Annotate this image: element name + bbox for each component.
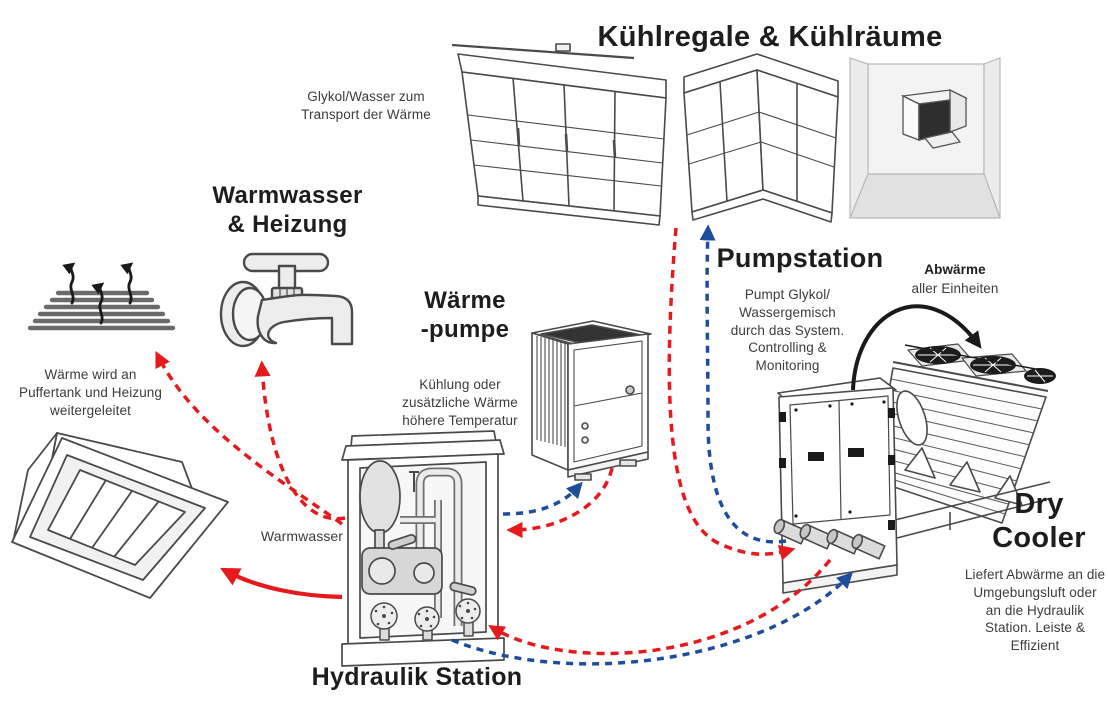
pipe-stubs-icon: [773, 518, 886, 560]
drycooler-note: Liefert Abwärme an die Umgebungsluft ode…: [964, 567, 1106, 654]
warmwater-flow-label: Warmwasser: [260, 528, 344, 544]
dry-cooler-illustration: [773, 343, 1056, 594]
arrow-red-heatpump-to-hydraulic: [506, 467, 614, 539]
faucet-icon: [219, 252, 354, 348]
drycooler-title: Dry Cooler: [992, 488, 1086, 555]
arrow-black-waste-heat-arc: [851, 304, 982, 391]
arrow-red-cases-to-pumpstation: [667, 227, 796, 561]
fan-icon: [904, 343, 1056, 384]
hydraulic-title: Hydraulik Station: [311, 663, 523, 691]
waste-heat-label-rest: aller Einheiten: [911, 281, 999, 296]
cases-title: Kühlregale & Kühlräume: [597, 21, 943, 53]
arrow-blue-hydraulic-to-drycooler: [451, 571, 853, 666]
arrow-blue-pumpstation-to-cases: [699, 224, 787, 544]
glykol-note: Glykol/Wasser zum Transport der Wärme: [301, 89, 431, 122]
heat-pump-illustration: [531, 320, 652, 481]
heat-rise-arrows-icon: [62, 262, 134, 325]
cold-room-illustration: [849, 57, 1001, 219]
warmwater-heating-title: Warmwasser & Heizung: [212, 182, 363, 238]
hydraulic-station-illustration: [341, 430, 505, 667]
arrow-red-drycooler-to-hydraulic: [488, 558, 832, 656]
heatpump-title: Wärme -pumpe: [420, 287, 510, 343]
heatpump-note: Kühlung oder zusätzliche Wärme höhere Te…: [402, 377, 518, 428]
waste-heat-label-bold: Abwärme: [924, 262, 986, 277]
pumpstation-note: Pumpt Glykol/ Wassergemisch durch das Sy…: [730, 287, 845, 374]
arrow-red-solid-to-ac-unit: [220, 567, 343, 600]
arrow-red-hydraulic-to-coil: [155, 350, 344, 526]
arrow-blue-hydraulic-to-heatpump: [502, 481, 583, 516]
ceiling-cassette-ac-illustration: [11, 432, 229, 599]
pumpstation-title: Pumpstation: [716, 243, 884, 273]
arrow-red-hydraulic-to-faucet: [254, 360, 346, 521]
refrigerated-cases-illustration: [451, 43, 839, 226]
heat-forward-note: Wärme wird an Puffertank und Heizung wei…: [18, 367, 163, 418]
